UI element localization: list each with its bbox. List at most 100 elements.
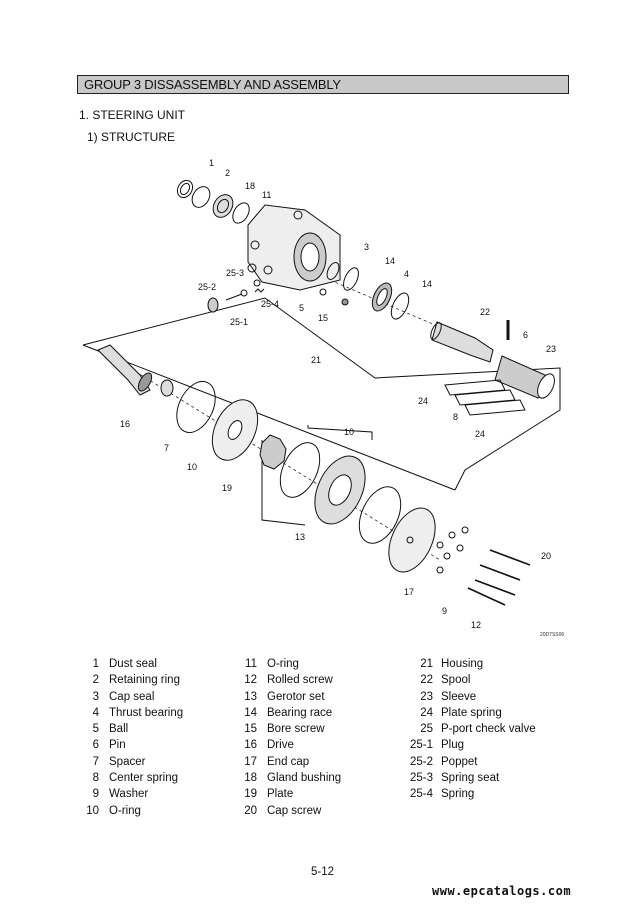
part-number: 25 — [420, 723, 433, 736]
part-name: Ball — [109, 723, 129, 736]
part-number: 17 — [244, 755, 257, 768]
part-number: 8 — [92, 772, 99, 785]
part-number: 10 — [86, 804, 99, 817]
spring-part — [254, 288, 265, 293]
part-number: 24 — [420, 706, 433, 719]
callout-18: 18 — [245, 181, 255, 191]
bearing-race-part — [343, 267, 359, 291]
housing-part — [247, 204, 341, 291]
part-number: 22 — [420, 674, 433, 687]
callout-5: 5 — [299, 303, 304, 313]
part-number: 20 — [244, 804, 257, 817]
part-name: Drive — [267, 739, 294, 752]
bore-screw-part — [341, 298, 349, 306]
ball-part — [319, 288, 327, 296]
part-number: 9 — [92, 788, 99, 801]
callout-25-1: 25-1 — [230, 317, 248, 327]
sleeve-part — [494, 355, 555, 399]
part-name: Poppet — [441, 755, 478, 768]
part-name: Cap seal — [109, 690, 155, 703]
cap-seal-part — [326, 262, 340, 280]
callout-6: 6 — [523, 330, 528, 340]
part-name: End cap — [267, 755, 310, 768]
part-number: 25-2 — [409, 755, 433, 768]
part-name: Gerotor set — [267, 690, 325, 703]
thrust-bearing-part — [371, 282, 393, 312]
part-name: Plate — [267, 788, 294, 801]
callout-20: 20 — [541, 551, 551, 561]
part-number: 3 — [92, 690, 99, 703]
gerotor-o-ring-part — [279, 442, 321, 498]
callout-14a: 14 — [385, 256, 395, 266]
diagram-code: 20D7SS06 — [540, 632, 565, 638]
bearing-race-2-part — [390, 292, 410, 320]
callout-9: 9 — [442, 606, 447, 616]
part-number: 4 — [92, 706, 99, 719]
callout-21: 21 — [311, 355, 321, 365]
callout-25-3: 25-3 — [226, 268, 244, 278]
assembly-outline — [82, 297, 561, 491]
callout-2: 2 — [225, 168, 230, 178]
callout-15: 15 — [318, 313, 328, 323]
callout-24b: 24 — [475, 429, 485, 439]
part-name: Spring seat — [441, 772, 500, 785]
gland-bushing-part — [212, 194, 234, 218]
callout-10a: 10 — [187, 462, 197, 472]
part-name: O-ring — [267, 658, 299, 670]
callout-14b: 14 — [422, 279, 432, 289]
part-number: 6 — [92, 739, 99, 752]
section-title: 1. STEERING UNIT — [79, 108, 186, 122]
callout-22: 22 — [480, 307, 490, 317]
part-name: Plate spring — [441, 706, 502, 719]
callout-13: 13 — [295, 532, 305, 542]
spring-seat-part — [253, 279, 261, 287]
part-name: Sleeve — [441, 690, 477, 703]
cap-screws-part — [467, 549, 531, 606]
section-subtitle: 1) STRUCTURE — [87, 130, 176, 144]
washers-part — [436, 526, 469, 574]
part-number: 1 — [92, 658, 99, 670]
part-number: 15 — [244, 723, 257, 736]
callout-23: 23 — [546, 344, 556, 354]
part-number: 21 — [420, 658, 433, 670]
callout-11: 11 — [262, 190, 271, 200]
drive-part — [97, 344, 153, 396]
part-name: Bore screw — [267, 723, 325, 736]
dust-seal-part — [176, 179, 194, 199]
callout-17: 17 — [404, 587, 414, 597]
part-number: 18 — [244, 772, 257, 785]
part-name: Gland bushing — [267, 772, 342, 785]
end-cap-part — [388, 507, 436, 573]
gerotor-ring-part — [314, 455, 366, 525]
part-name: Spring — [441, 788, 475, 801]
watermark: www.epcatalogs.com — [432, 884, 572, 898]
part-name: Rolled screw — [267, 674, 333, 687]
plug-part — [207, 297, 219, 313]
part-name: Bearing race — [267, 706, 333, 719]
part-number: 25-1 — [409, 739, 433, 752]
callout-8: 8 — [453, 412, 458, 422]
callout-19: 19 — [222, 483, 232, 493]
part-number: 23 — [420, 690, 433, 703]
callout-12: 12 — [471, 620, 481, 630]
part-name: Center spring — [109, 772, 179, 785]
plate-springs-part — [444, 379, 526, 416]
part-name: P-port check valve — [441, 723, 536, 736]
callout-24a: 24 — [418, 396, 428, 406]
group-title: GROUP 3 DISSASSEMBLY AND ASSEMBLY — [84, 77, 341, 92]
part-number: 13 — [244, 690, 257, 703]
part-number: 25-3 — [409, 772, 433, 785]
spacer-part — [160, 379, 174, 397]
part-name: Housing — [441, 658, 484, 670]
part-name: Thrust bearing — [109, 706, 184, 719]
poppet-part — [225, 289, 248, 301]
part-name: O-ring — [109, 804, 141, 817]
callout-25-4: 25-4 — [261, 299, 279, 309]
plate-part — [211, 399, 259, 461]
gerotor-star-part — [259, 434, 287, 470]
part-name: Plug — [441, 739, 465, 752]
part-number: 11 — [245, 658, 257, 670]
o-ring-11-part — [232, 202, 250, 224]
